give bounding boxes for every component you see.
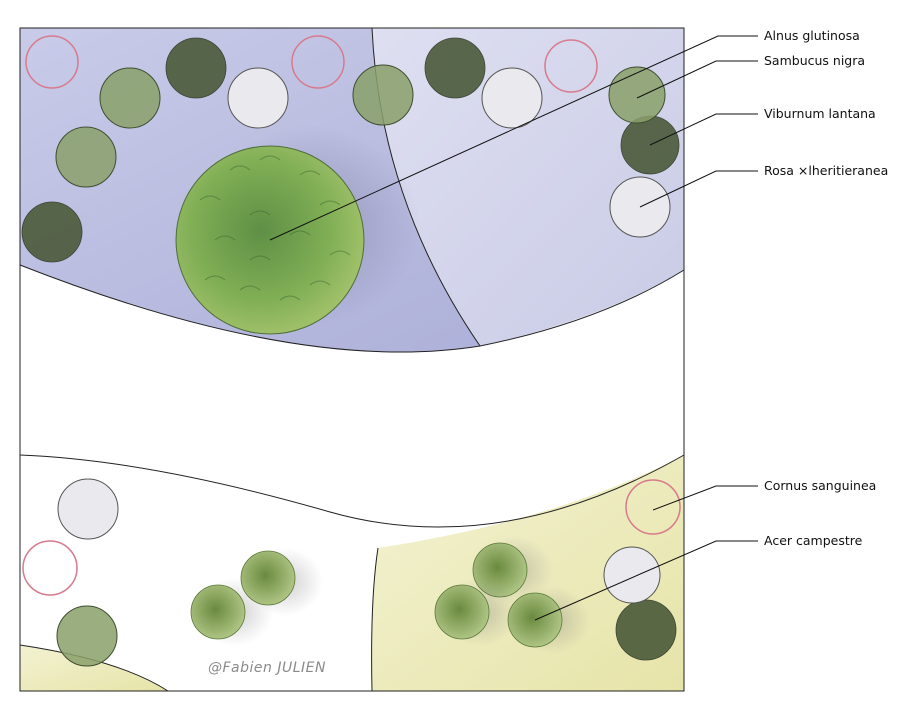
label-rosa-lheritieranea: Rosa ×lheritieranea — [764, 163, 888, 178]
bed-lavender-right — [372, 28, 684, 346]
label-cornus-sanguinea: Cornus sanguinea — [764, 478, 876, 493]
leader-lines — [269, 35, 758, 621]
cornus-sanguinea-shrubs — [22, 35, 681, 596]
label-viburnum-lantana: Viburnum lantana — [764, 106, 876, 121]
acer-campestre-group-left — [190, 548, 323, 646]
leader-viburnum — [649, 113, 758, 146]
bed-white-path — [20, 265, 684, 528]
label-sambucus-nigra: Sambucus nigra — [764, 53, 865, 68]
leader-acer — [534, 540, 758, 621]
leader-rosa — [639, 170, 758, 208]
leader-alnus — [269, 35, 758, 241]
leader-cornus — [652, 485, 758, 511]
sambucus-nigra-shrubs — [55, 64, 666, 667]
author-credit: @Fabien JULIEN — [208, 660, 326, 676]
label-acer-campestre: Acer campestre — [764, 533, 863, 548]
label-alnus-glutinosa: Alnus glutinosa — [764, 28, 860, 43]
planting-beds — [20, 28, 684, 691]
leader-sambucus — [636, 60, 758, 99]
acer-campestre-group-right — [434, 536, 590, 654]
bed-yellow-corner — [20, 645, 168, 691]
